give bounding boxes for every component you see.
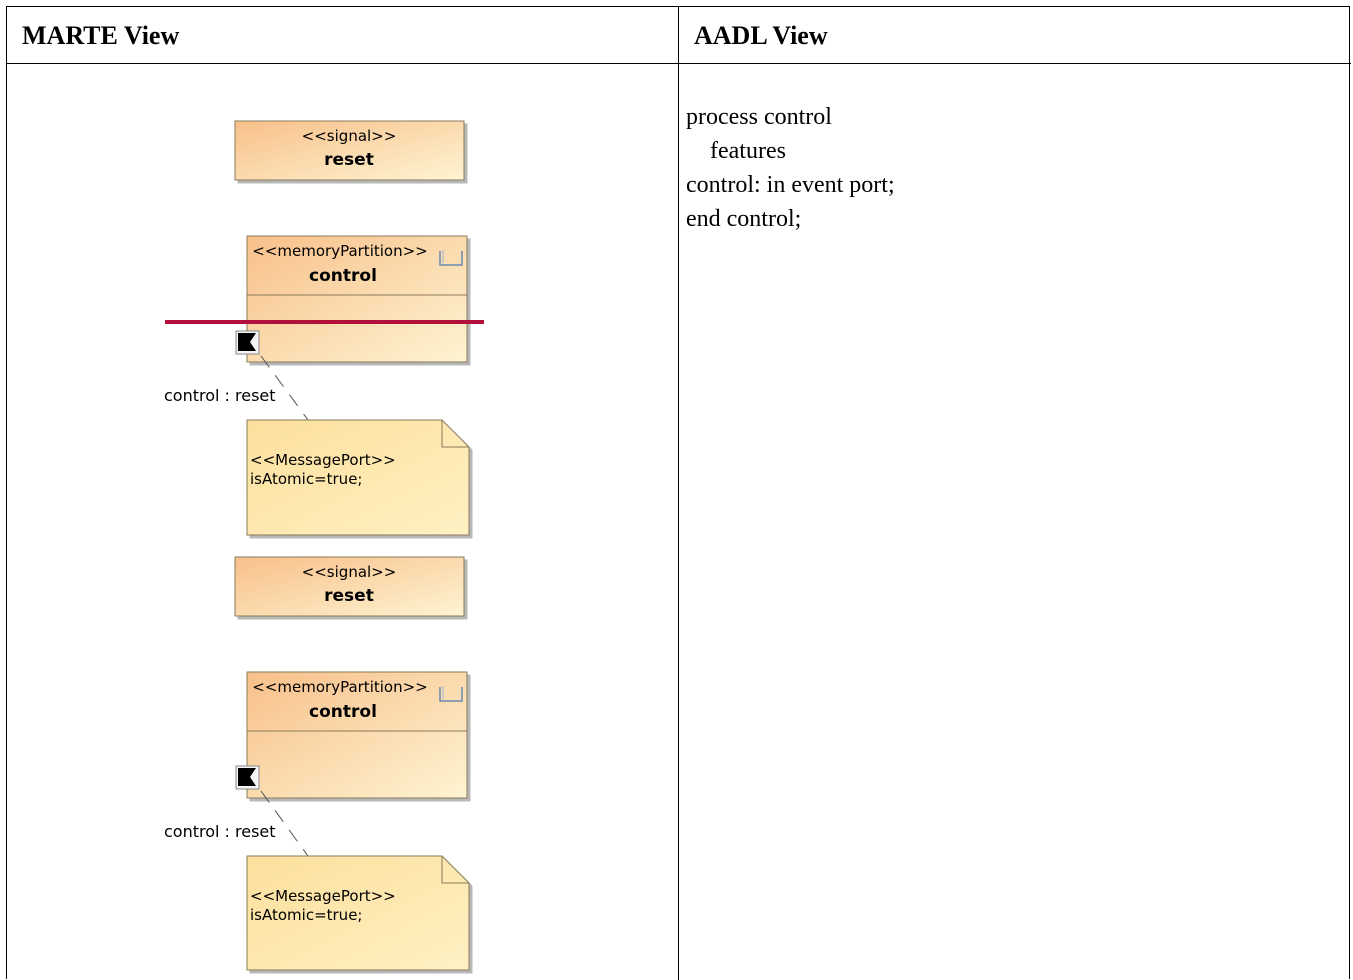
memory-partition-box-bottom[interactable]: <<memoryPartition>> control bbox=[246, 671, 468, 799]
message-port-note-top[interactable]: <<MessagePort>> isAtomic=true; bbox=[246, 419, 470, 536]
signal-name: reset bbox=[324, 150, 374, 170]
port-label-bottom: control : reset bbox=[164, 822, 276, 841]
port-label-top: control : reset bbox=[164, 386, 276, 405]
memory-partition-box-top[interactable]: <<memoryPartition>> control bbox=[246, 235, 468, 363]
aadl-view-header: AADL View bbox=[679, 7, 1351, 64]
message-port-note-bottom[interactable]: <<MessagePort>> isAtomic=true; bbox=[246, 855, 470, 971]
note-stereotype: <<MessagePort>> bbox=[250, 887, 396, 905]
note-text: isAtomic=true; bbox=[250, 470, 362, 488]
signal-box-top[interactable]: <<signal>> reset bbox=[234, 120, 465, 181]
signal-stereotype: <<signal>> bbox=[302, 127, 397, 145]
aadl-line-4: end control; bbox=[686, 206, 802, 232]
port-icon-bottom[interactable] bbox=[235, 765, 260, 790]
signal-name: reset bbox=[324, 586, 374, 606]
port-icon-top[interactable] bbox=[235, 330, 260, 355]
partition-name: control bbox=[309, 702, 377, 722]
signal-box-bottom[interactable]: <<signal>> reset bbox=[234, 556, 465, 617]
aadl-line-3: control: in event port; bbox=[686, 172, 895, 198]
signal-stereotype: <<signal>> bbox=[302, 563, 397, 581]
note-connector-bottom bbox=[260, 790, 309, 857]
partition-name: control bbox=[309, 266, 377, 286]
comparison-table: MARTE View AADL View bbox=[6, 6, 1351, 980]
aadl-code-block: process control features control: in eve… bbox=[686, 100, 895, 236]
column-divider bbox=[678, 7, 679, 980]
package-icon bbox=[439, 251, 463, 266]
aadl-line-1: process control bbox=[686, 104, 832, 130]
marte-view-header: MARTE View bbox=[7, 7, 679, 64]
partition-stereotype: <<memoryPartition>> bbox=[252, 678, 427, 696]
note-stereotype: <<MessagePort>> bbox=[250, 451, 396, 469]
package-icon bbox=[439, 687, 463, 702]
note-connector-top bbox=[260, 355, 309, 421]
partition-stereotype: <<memoryPartition>> bbox=[252, 242, 427, 260]
aadl-line-2: features bbox=[686, 138, 786, 164]
note-text: isAtomic=true; bbox=[250, 906, 362, 924]
